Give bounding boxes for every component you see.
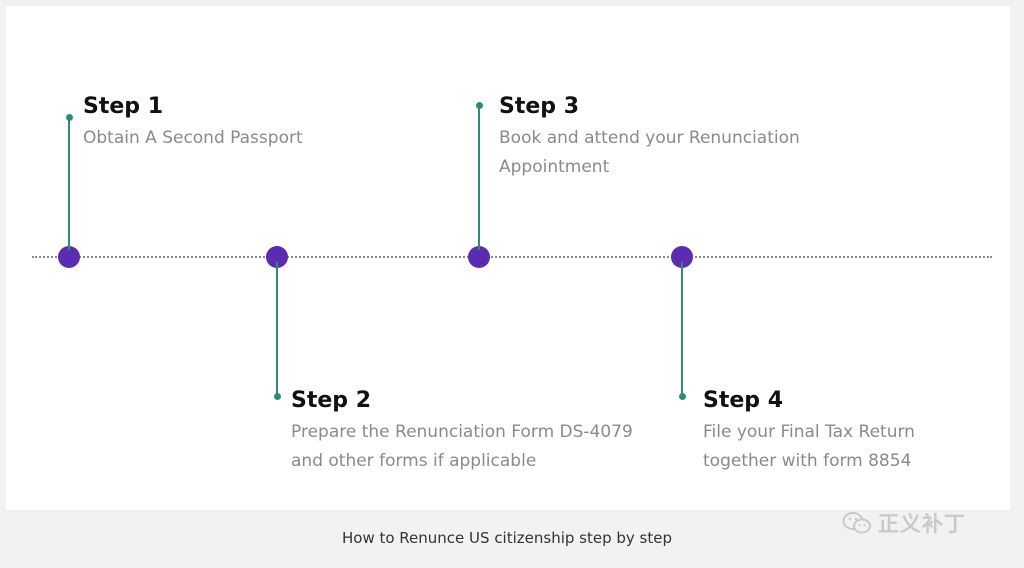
step-3: Step 3 Book and attend your Renunciation… [499,94,829,182]
step-3-connector [478,106,480,250]
watermark-text: 正义补丁 [878,512,966,536]
step-4-node [671,246,693,268]
figure-caption: How to Renunce US citizenship step by st… [341,529,672,547]
step-3-description: Book and attend your Renunciation Appoin… [499,128,800,177]
step-4-connector [681,262,683,396]
step-1-node [58,246,80,268]
step-3-node [468,246,490,268]
timeline-card: Step 1 Obtain A Second Passport Step 2 P… [6,6,1010,510]
wechat-icon [842,512,871,534]
step-2-connector [276,262,278,396]
step-1-connector-end [65,114,73,121]
step-1-connector [68,118,70,250]
watermark: 正义补丁 [842,508,966,538]
step-2-node [266,246,288,268]
step-2-title: Step 2 [291,388,371,413]
step-1: Step 1 Obtain A Second Passport [83,94,443,153]
step-3-connector-end [475,102,483,109]
timeline-axis [32,256,992,258]
step-1-description: Obtain A Second Passport [83,128,303,148]
step-2-connector-end [273,393,281,400]
step-3-title: Step 3 [499,94,579,119]
step-2-description: Prepare the Renunciation Form DS-4079 an… [291,422,633,471]
step-4-title: Step 4 [703,388,783,413]
step-1-title: Step 1 [83,94,163,119]
step-2: Step 2 Prepare the Renunciation Form DS-… [291,388,651,476]
step-4-description: File your Final Tax Return together with… [703,422,915,471]
step-4: Step 4 File your Final Tax Return togeth… [703,388,953,476]
step-4-connector-end [678,393,686,400]
